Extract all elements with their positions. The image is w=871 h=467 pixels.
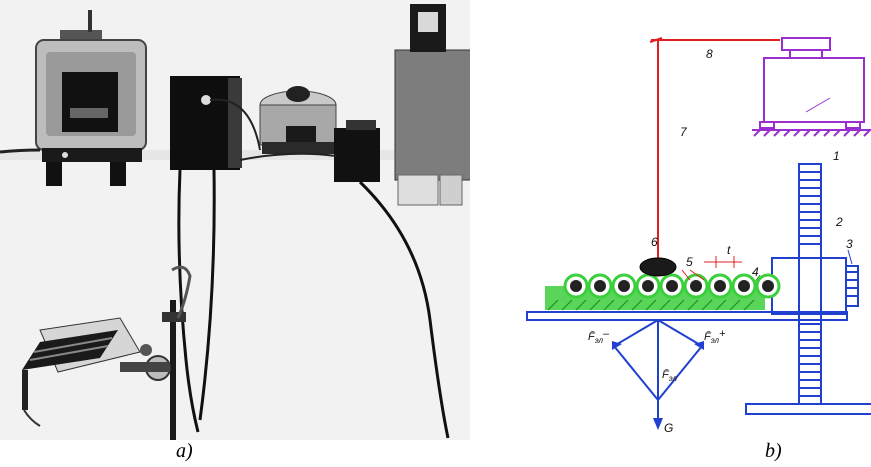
roller-core bbox=[594, 280, 606, 292]
roller-core bbox=[762, 280, 774, 292]
roller-core bbox=[738, 280, 750, 292]
setup-schematic: 8 7 1 2 3 4 5 6 t G F̄эл– F̄эл+ F̄эл bbox=[526, 37, 871, 435]
label-2: 2 bbox=[835, 215, 843, 229]
clamp-stand bbox=[120, 265, 192, 440]
small-transformer bbox=[239, 120, 380, 182]
electrode-plate bbox=[22, 317, 141, 427]
meter-panel bbox=[394, 4, 470, 206]
label-8: 8 bbox=[706, 47, 713, 61]
roller-core bbox=[642, 280, 654, 292]
force-vectors bbox=[612, 319, 704, 430]
autotransformer bbox=[259, 86, 337, 154]
screw-column bbox=[745, 163, 871, 415]
test-object bbox=[639, 257, 677, 277]
roller-core bbox=[666, 280, 678, 292]
roller-electrodes bbox=[563, 273, 781, 299]
label-t: t bbox=[727, 243, 731, 257]
slider-block bbox=[771, 249, 859, 315]
force-label-plus: F̄эл+ bbox=[704, 328, 726, 345]
caption-b: b) bbox=[765, 440, 782, 462]
caption-a: a) bbox=[176, 440, 193, 462]
force-label-total: F̄эл bbox=[662, 368, 677, 383]
roller-core bbox=[690, 280, 702, 292]
label-7: 7 bbox=[680, 125, 688, 139]
measuring-instrument-box bbox=[0, 10, 147, 186]
roller-core bbox=[570, 280, 582, 292]
support-plate bbox=[526, 311, 848, 321]
label-5: 5 bbox=[686, 255, 693, 269]
roller-core bbox=[714, 280, 726, 292]
leader-lines bbox=[681, 256, 742, 281]
power-supply-box bbox=[170, 76, 261, 170]
label-6: 6 bbox=[651, 235, 658, 249]
balance-instrument bbox=[752, 37, 871, 137]
label-1: 1 bbox=[833, 149, 840, 163]
apparatus-photo bbox=[0, 0, 470, 440]
suspension-thread bbox=[649, 37, 780, 262]
label-G: G bbox=[664, 421, 673, 435]
roller-core bbox=[618, 280, 630, 292]
label-3: 3 bbox=[846, 237, 853, 251]
cables bbox=[177, 169, 450, 439]
label-4: 4 bbox=[752, 265, 759, 279]
force-label-minus: F̄эл– bbox=[588, 328, 610, 345]
